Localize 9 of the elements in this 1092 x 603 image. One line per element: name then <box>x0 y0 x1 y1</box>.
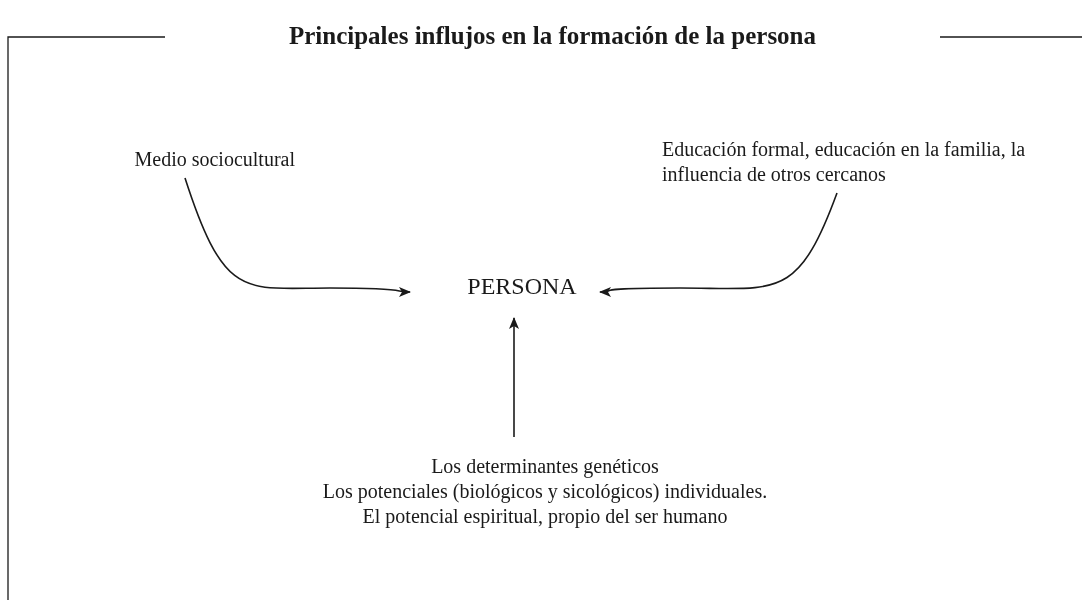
node-text: Medio sociocultural <box>133 147 295 172</box>
curved-arrow <box>599 192 838 297</box>
node-text: Educación formal, educación en la familia, la influencia de otros cercanos <box>662 137 1027 187</box>
curved-arrow <box>184 177 411 297</box>
node-text: PERSONA <box>466 272 578 301</box>
node-text: Los determinantes genéticos <box>430 454 660 479</box>
curved-arrow <box>509 317 519 438</box>
node-text: Los potenciales (biológicos y sicológicos) individuales. <box>321 479 769 504</box>
node-text: El potencial espiritual, propio del ser humano <box>361 504 729 529</box>
